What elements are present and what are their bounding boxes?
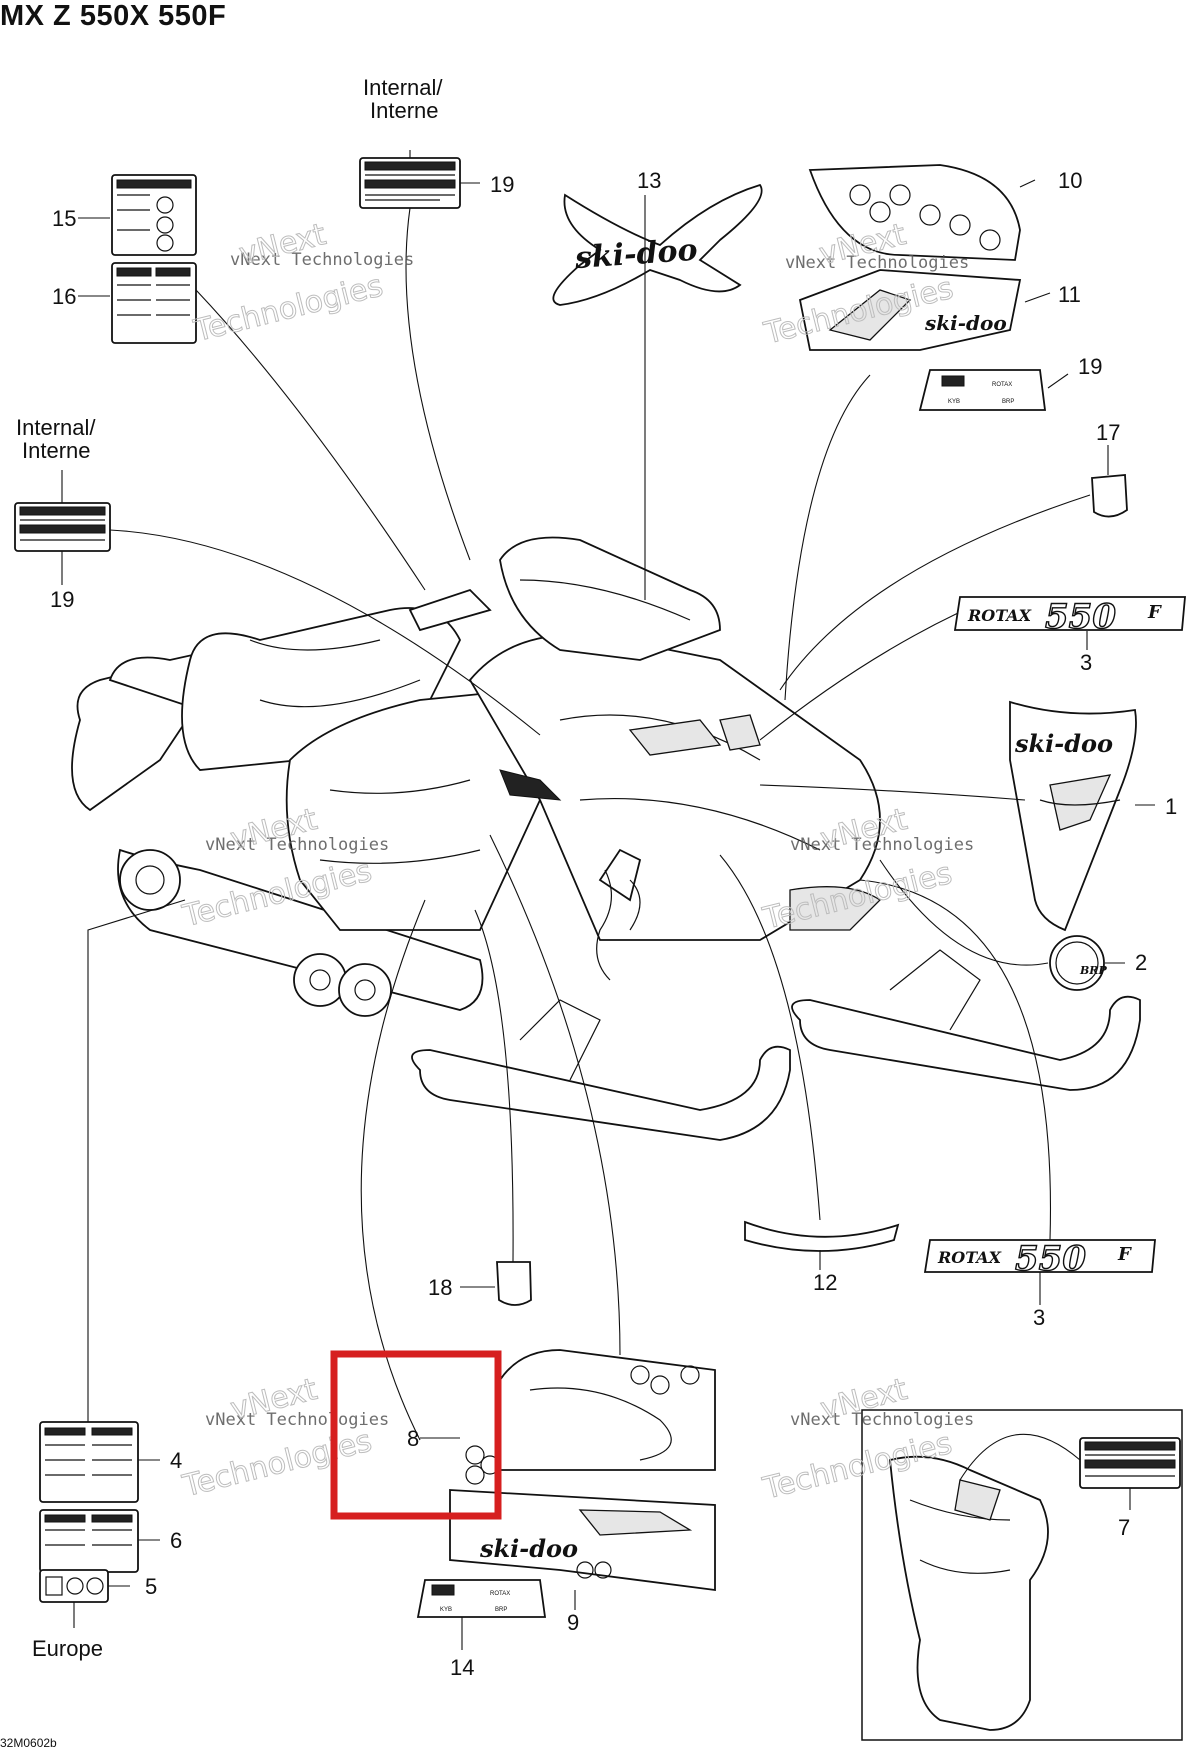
brp-text-17: BRP xyxy=(1002,399,1014,405)
callout-19-left: 19 xyxy=(50,587,74,612)
watermark-2: vNext Technologies xyxy=(785,253,969,273)
callout-16: 14 xyxy=(450,1655,474,1680)
decal-15-u-shape xyxy=(1091,474,1128,518)
callout-13: 4 xyxy=(170,1448,182,1473)
skidoo-logo-text-7: ski-doo xyxy=(924,311,1007,335)
engine-suffix-3b: F xyxy=(1117,1244,1132,1265)
callout-8: 12 xyxy=(813,1270,837,1295)
callout-7: 11 xyxy=(1058,282,1081,307)
decal-3-rotax-550f-bottom: ROTAX 550 F xyxy=(923,1238,1156,1280)
callout-9: 13 xyxy=(637,168,661,193)
kyb-text-17: KYB xyxy=(948,399,960,405)
brp-text-16: BRP xyxy=(495,1607,507,1613)
decal-16-kyb-rotax: ROTAX KYB BRP xyxy=(416,1579,547,1618)
skidoo-logo-text: ski-doo xyxy=(573,233,699,277)
highlight-box-callout-4 xyxy=(330,1350,502,1520)
warning-label-13 xyxy=(39,1421,139,1503)
engine-text-3b: 550 xyxy=(1015,1239,1086,1279)
callout-12: 16 xyxy=(52,284,76,309)
internal-label-left-line2: Interne xyxy=(22,438,91,463)
callout-19-top: 19 xyxy=(490,172,514,197)
decal-1-front-x: ski-doo xyxy=(1009,700,1137,932)
skidoo-logo-text-5: ski-doo xyxy=(479,1534,578,1563)
decal-6-hex xyxy=(808,164,1021,261)
warning-label-10 xyxy=(39,1509,139,1573)
watermark-3: vNext Technologies xyxy=(205,835,389,855)
leader-lines xyxy=(61,150,1155,1650)
figure-id: 32M0602b xyxy=(0,1736,57,1750)
callout-17: 19 xyxy=(1078,354,1102,379)
callout-14: 18 xyxy=(428,1275,452,1300)
inset-hood-detail xyxy=(861,1409,1183,1741)
callout-3a: 3 xyxy=(1080,650,1092,675)
callout-6: 10 xyxy=(1058,168,1082,193)
watermark-6: vNext Technologies xyxy=(790,1410,974,1430)
kyb-text-16: KYB xyxy=(440,1607,452,1613)
warning-label-12 xyxy=(111,262,197,344)
engine-text-3a: 550 xyxy=(1045,597,1116,637)
callout-11: 15 xyxy=(52,206,76,231)
decal-3-rotax-550f-top: ROTAX 550 F xyxy=(953,596,1186,638)
rotax-text-16: ROTAX xyxy=(490,1591,510,1597)
internal-label-top-line2: Interne xyxy=(370,98,439,123)
warning-label-19-right xyxy=(1079,1437,1181,1489)
callout-numbers: 10 11 19 17 3 1 2 3 12 13 19 15 16 19 18… xyxy=(50,168,1177,1680)
decal-7-mxz-skidoo: ski-doo xyxy=(798,269,1022,351)
decal-17-kyb-rotax: ROTAX KYB BRP xyxy=(918,369,1047,411)
skidoo-logo-text-1: ski-doo xyxy=(1014,729,1113,758)
warning-label-19-left xyxy=(14,502,111,552)
callout-19-right: 7 xyxy=(1118,1515,1130,1540)
callout-18: 5 xyxy=(145,1574,157,1599)
watermark-big-10: Technologies xyxy=(179,1424,375,1505)
rotax-text-3a: ROTAX xyxy=(967,606,1032,625)
callout-5: 9 xyxy=(567,1610,579,1635)
callout-15: 17 xyxy=(1096,420,1120,445)
rotax-text-3b: ROTAX xyxy=(937,1248,1002,1267)
brp-text-2: BRP xyxy=(1079,964,1107,977)
watermark-1: vNext Technologies xyxy=(230,250,414,270)
callout-10: 6 xyxy=(170,1528,182,1553)
rotax-text-17: ROTAX xyxy=(992,382,1012,388)
decal-9-skidoo-x: ski-doo xyxy=(552,183,763,306)
decal-8-strip xyxy=(744,1220,900,1252)
warning-label-18 xyxy=(39,1569,109,1603)
callout-4: 8 xyxy=(407,1426,419,1451)
decal-2-brp-emblem: BRP xyxy=(1049,935,1107,991)
callout-3b: 3 xyxy=(1033,1305,1045,1330)
callout-1: 1 xyxy=(1165,794,1177,819)
decal-4-side-hex xyxy=(465,1349,716,1485)
internal-label-left-line1: Internal/ xyxy=(16,415,96,440)
decal-14-u-shape xyxy=(496,1261,532,1306)
engine-suffix-3a: F xyxy=(1147,602,1162,623)
warning-label-19-top xyxy=(359,157,461,209)
diagram-title: MX Z 550X 550F xyxy=(0,0,227,32)
watermark-5: vNext Technologies xyxy=(205,1410,389,1430)
internal-label-top-line1: Internal/ xyxy=(363,75,443,100)
callout-2: 2 xyxy=(1135,950,1147,975)
watermark-big-2: Technologies xyxy=(190,268,386,349)
snowmobile-illustration xyxy=(71,536,1141,1141)
warning-label-11 xyxy=(111,174,197,256)
decal-5-mxz-skidoo-side: ski-doo xyxy=(449,1489,716,1592)
watermark-4: vNext Technologies xyxy=(790,835,974,855)
europe-label: Europe xyxy=(32,1636,103,1661)
